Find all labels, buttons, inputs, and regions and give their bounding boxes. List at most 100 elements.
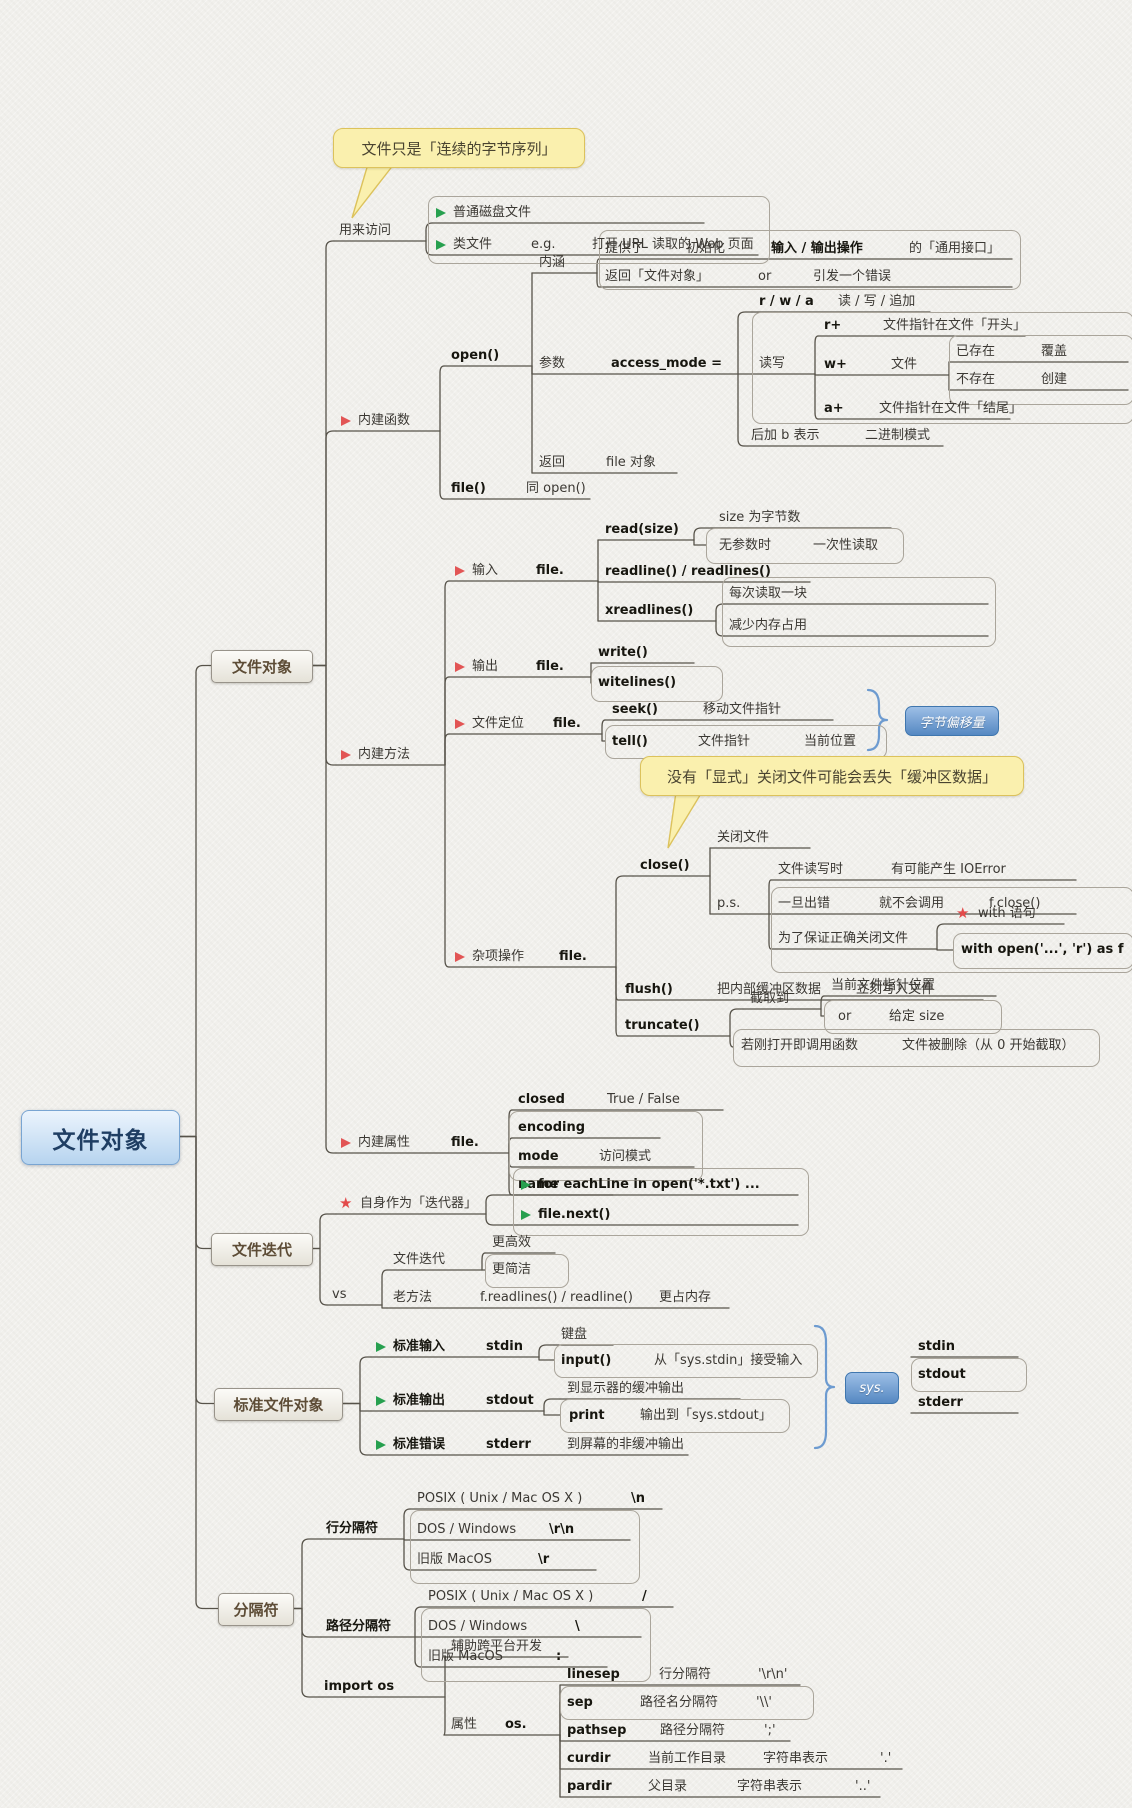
- node-builtin-methods[interactable]: 内建方法: [358, 747, 411, 762]
- node-parameter-access-mode-seg-0[interactable]: 参数: [539, 356, 566, 371]
- node-builtin-functions[interactable]: 内建函数: [358, 413, 411, 428]
- row-keyboard[interactable]: 键盘: [561, 1327, 588, 1342]
- row-return-file-object-or-error-seg-1[interactable]: or: [758, 269, 772, 284]
- node-misc-operations-seg-1[interactable]: file.: [559, 949, 587, 964]
- row-return-file-object-or-error-seg-0[interactable]: 返回「文件对象」: [605, 269, 710, 284]
- node-read-size[interactable]: read(size): [605, 522, 679, 537]
- row-readline-readlines[interactable]: readline() / readlines(): [605, 564, 771, 579]
- row-sys-stdout[interactable]: stdout: [918, 1367, 966, 1382]
- row-provides-io-interface-seg-2[interactable]: 输入 / 输出操作: [771, 241, 863, 256]
- row-input-function-seg-1[interactable]: 从「sys.stdin」接受输入: [654, 1353, 803, 1368]
- row-posix-slash-seg-1[interactable]: /: [642, 1589, 647, 1604]
- row-dos-backslash-seg-0[interactable]: DOS / Windows: [428, 1619, 528, 1634]
- node-self-as-iterator[interactable]: 自身作为「迭代器」: [360, 1196, 478, 1211]
- row-input-function-seg-0[interactable]: input(): [561, 1353, 612, 1368]
- row-seek-seg-1[interactable]: 移动文件指针: [703, 702, 782, 717]
- topic-file-iteration[interactable]: 文件迭代: [211, 1233, 313, 1266]
- row-tell-seg-2[interactable]: 当前位置: [804, 734, 857, 749]
- node-input-seg-0[interactable]: 输入: [472, 563, 499, 578]
- row-file-like-seg-1[interactable]: e.g.: [531, 237, 556, 252]
- row-return-file-object-or-error-seg-2[interactable]: 引发一个错误: [813, 269, 892, 284]
- row-curdir-seg-2[interactable]: 字符串表示: [763, 1751, 829, 1766]
- node-attributes-os-seg-1[interactable]: os.: [505, 1717, 527, 1732]
- row-read-one-chunk[interactable]: 每次读取一块: [729, 586, 808, 601]
- row-write[interactable]: write(): [598, 645, 648, 660]
- topic-separators[interactable]: 分隔符: [218, 1593, 294, 1626]
- row-ordinary-disk-file[interactable]: 普通磁盘文件: [453, 205, 532, 220]
- row-posix-lf-seg-0[interactable]: POSIX ( Unix / Mac OS X ): [417, 1491, 583, 1506]
- row-or-given-size-seg-1[interactable]: 给定 size: [889, 1009, 945, 1024]
- node-parameter-access-mode-seg-1[interactable]: access_mode =: [611, 356, 722, 371]
- row-curdir-seg-3[interactable]: '.': [880, 1751, 892, 1766]
- row-rwa-seg-0[interactable]: r / w / a: [759, 294, 814, 309]
- row-w-plus-seg-0[interactable]: w+: [824, 357, 847, 372]
- node-truncate-to[interactable]: 截取到: [750, 991, 790, 1006]
- node-open[interactable]: open(): [451, 348, 500, 363]
- row-r-plus-seg-1[interactable]: 文件指针在文件「开头」: [883, 318, 1027, 333]
- row-possible-ioerror-seg-0[interactable]: 文件读写时: [778, 862, 844, 877]
- node-standard-error-seg-2[interactable]: 到屏幕的非缓冲输出: [567, 1437, 685, 1452]
- row-with-statement[interactable]: with 语句: [978, 906, 1036, 921]
- row-mode-seg-0[interactable]: mode: [518, 1149, 559, 1164]
- row-tell-seg-1[interactable]: 文件指针: [698, 734, 751, 749]
- row-exists-overwrite-seg-0[interactable]: 已存在: [956, 344, 996, 359]
- node-standard-input-seg-0[interactable]: 标准输入: [393, 1339, 446, 1354]
- node-builtin-attributes-seg-0[interactable]: 内建属性: [358, 1135, 411, 1150]
- row-provides-io-interface-seg-3[interactable]: 的「通用接口」: [909, 241, 1001, 256]
- row-binary-mode-seg-0[interactable]: 后加 b 表示: [751, 428, 820, 443]
- row-file-next[interactable]: file.next(): [538, 1207, 611, 1222]
- row-simpler[interactable]: 更简洁: [492, 1262, 532, 1277]
- row-not-exists-create-seg-0[interactable]: 不存在: [956, 372, 996, 387]
- row-sep-seg-0[interactable]: sep: [567, 1695, 593, 1710]
- row-mode-seg-1[interactable]: 访问模式: [599, 1149, 652, 1164]
- node-standard-input-seg-1[interactable]: stdin: [486, 1339, 523, 1354]
- topic-file-object[interactable]: 文件对象: [211, 650, 313, 683]
- row-truncate-when-just-opened-seg-0[interactable]: 若刚打开即调用函数: [741, 1038, 859, 1053]
- row-possible-ioerror-seg-1[interactable]: 有可能产生 IOError: [891, 862, 1006, 877]
- row-encoding[interactable]: encoding: [518, 1120, 586, 1135]
- row-writelines[interactable]: witelines(): [598, 675, 677, 690]
- row-a-plus-seg-1[interactable]: 文件指针在文件「结尾」: [879, 401, 1023, 416]
- row-old-macos-colon-seg-0[interactable]: 旧版 MacOS: [428, 1649, 503, 1664]
- node-file-function-seg-0[interactable]: file(): [451, 481, 486, 496]
- row-pathsep-seg-0[interactable]: pathsep: [567, 1723, 627, 1738]
- row-closed-seg-1[interactable]: True / False: [607, 1092, 680, 1107]
- row-current-pointer-position[interactable]: 当前文件指针位置: [831, 978, 936, 993]
- node-output-seg-0[interactable]: 输出: [472, 659, 499, 674]
- root-topic-file-object[interactable]: 文件对象: [21, 1110, 180, 1165]
- row-sys-stderr[interactable]: stderr: [918, 1395, 963, 1410]
- row-binary-mode-seg-1[interactable]: 二进制模式: [865, 428, 931, 443]
- row-not-exists-create-seg-1[interactable]: 创建: [1041, 372, 1068, 387]
- row-returns-file-seg-0[interactable]: 返回: [539, 455, 566, 470]
- row-linesep-seg-2[interactable]: '\r\n': [758, 1667, 788, 1682]
- node-line-separator[interactable]: 行分隔符: [326, 1521, 379, 1536]
- node-builtin-attributes-seg-1[interactable]: file.: [451, 1135, 479, 1150]
- row-display-buffered-output[interactable]: 到显示器的缓冲输出: [567, 1381, 685, 1396]
- bubble-byte-offset[interactable]: 字节偏移量: [905, 706, 999, 736]
- row-posix-lf-seg-1[interactable]: \n: [631, 1491, 646, 1506]
- node-standard-output-seg-1[interactable]: stdout: [486, 1393, 534, 1408]
- row-linesep-seg-1[interactable]: 行分隔符: [659, 1667, 712, 1682]
- node-xreadlines[interactable]: xreadlines(): [605, 603, 694, 618]
- row-truncate-when-just-opened-seg-1[interactable]: 文件被删除（从 0 开始截取）: [902, 1038, 1075, 1053]
- node-file-function-seg-1[interactable]: 同 open(): [526, 481, 586, 496]
- row-ensure-correct-close[interactable]: 为了保证正确关闭文件: [778, 931, 909, 946]
- node-import-os[interactable]: import os: [324, 1679, 395, 1694]
- row-posix-slash-seg-0[interactable]: POSIX ( Unix / Mac OS X ): [428, 1589, 594, 1604]
- node-path-separator[interactable]: 路径分隔符: [326, 1619, 392, 1634]
- row-pardir-seg-2[interactable]: 字符串表示: [737, 1779, 803, 1794]
- row-provides-io-interface-seg-1[interactable]: 初始化: [686, 241, 726, 256]
- topic-standard-file-objects[interactable]: 标准文件对象: [214, 1388, 343, 1421]
- row-old-method-seg-0[interactable]: 老方法: [393, 1290, 433, 1305]
- row-close-file[interactable]: 关闭文件: [717, 830, 770, 845]
- row-curdir-seg-0[interactable]: curdir: [567, 1751, 611, 1766]
- row-tell-seg-0[interactable]: tell(): [612, 734, 648, 749]
- node-file-iteration[interactable]: 文件迭代: [393, 1252, 446, 1267]
- row-flush-seg-2[interactable]: 立刻写入文件: [856, 982, 935, 997]
- node-output-seg-1[interactable]: file.: [536, 659, 564, 674]
- row-flush-seg-0[interactable]: flush(): [625, 982, 673, 997]
- callout-bytes-sequence[interactable]: 文件只是「连续的字节序列」: [333, 128, 585, 168]
- node-read-write[interactable]: 读写: [759, 356, 786, 371]
- callout-buffer-data-loss[interactable]: 没有「显式」关闭文件可能会丢失「缓冲区数据」: [640, 756, 1024, 796]
- row-file-like-seg-0[interactable]: 类文件: [453, 237, 493, 252]
